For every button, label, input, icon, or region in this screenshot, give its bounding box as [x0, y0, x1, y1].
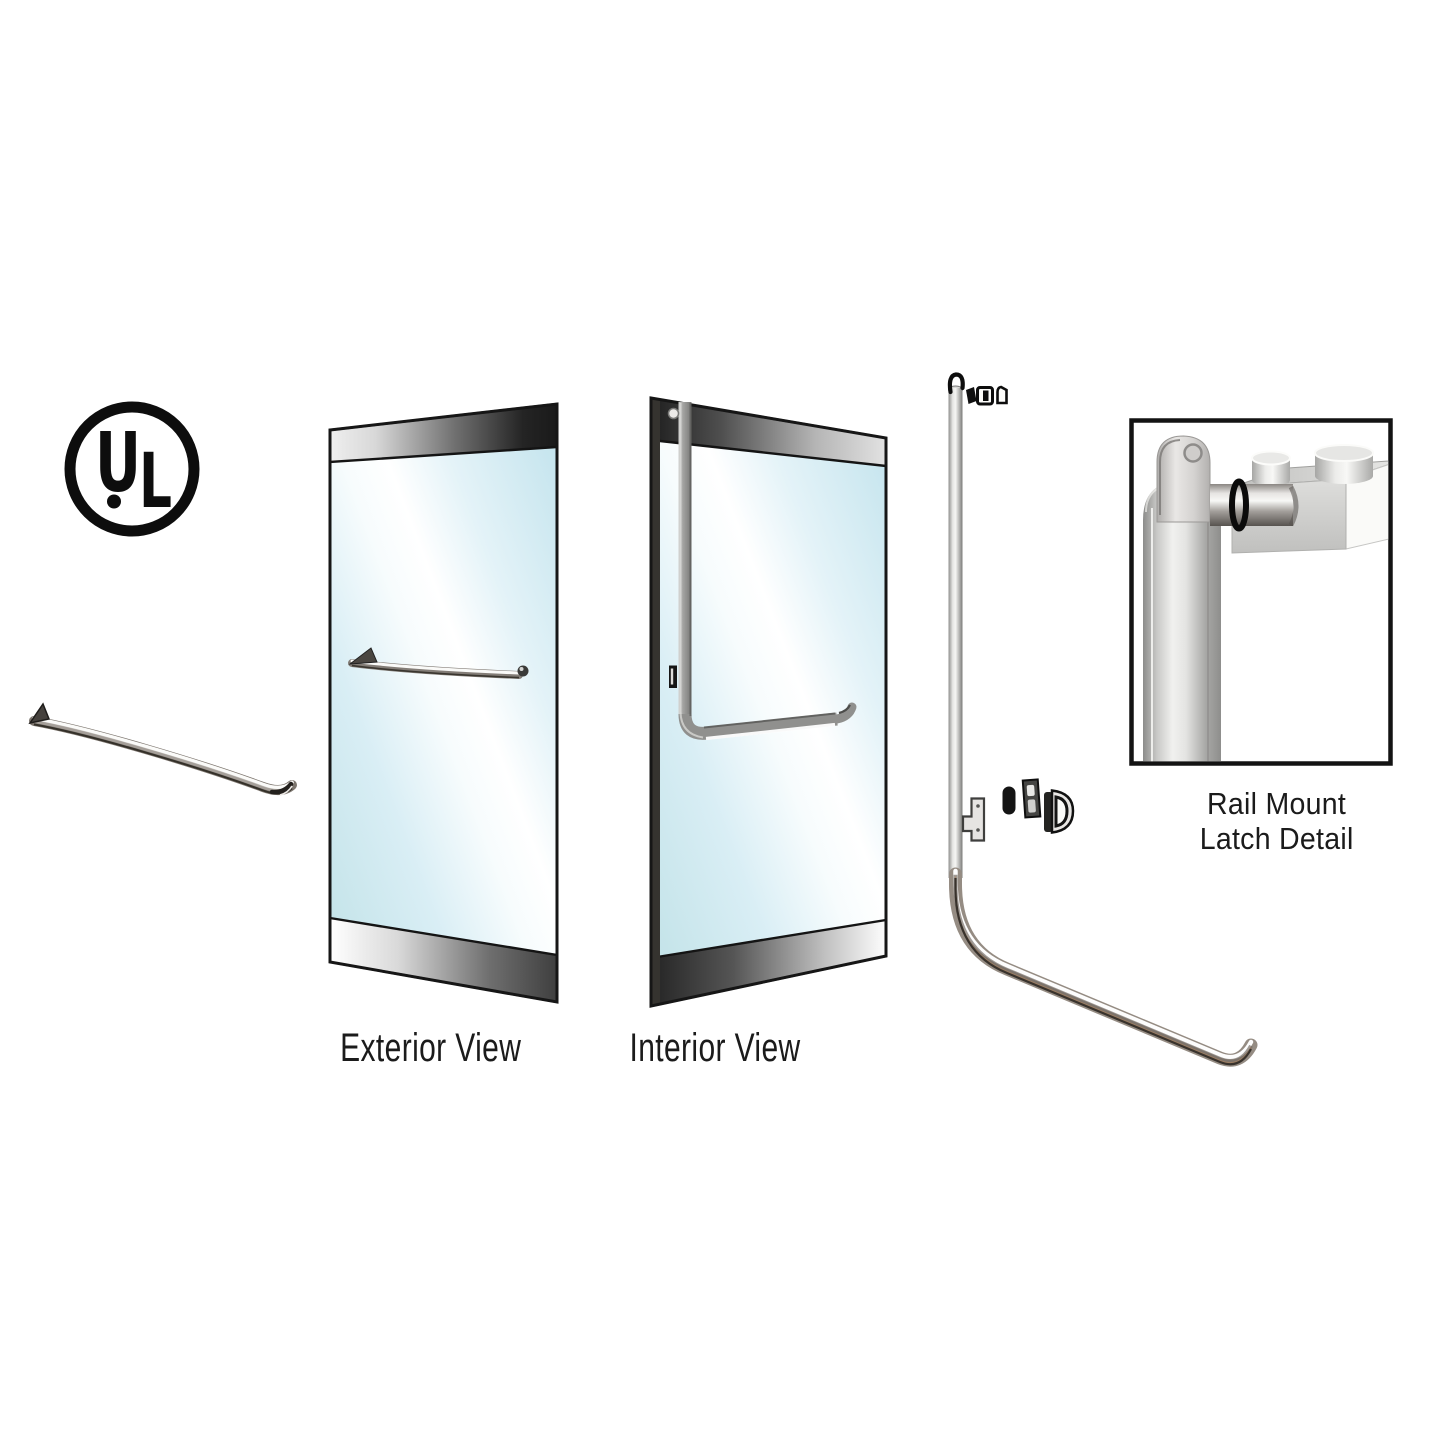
- inset-latch-pin: [1210, 484, 1293, 526]
- rail-mount-bracket: [961, 797, 986, 842]
- ul-letter-l: L: [139, 436, 172, 525]
- latch-gasket: [1002, 786, 1016, 815]
- interior-door-outline: [649, 396, 888, 1008]
- latch-detail-caption-line1: Rail Mount: [1207, 786, 1347, 821]
- handle-left-end-cap: [28, 702, 51, 725]
- ul-dot: [107, 494, 121, 509]
- push-bar-right-knob: [517, 665, 529, 677]
- top-mount-clips: [966, 385, 1008, 406]
- interior-panic-handle: [667, 402, 857, 741]
- inset-o-ring: [1229, 478, 1249, 532]
- clevis-pin-hole: [1183, 443, 1203, 463]
- ul-circle: [64, 401, 200, 537]
- block-boss-left: [1251, 450, 1291, 487]
- exterior-door-outline: [328, 402, 559, 1004]
- rail-latch-assembly: [947, 372, 1258, 1067]
- rail-latch-stub: [669, 665, 677, 688]
- exterior-door-glass: [330, 404, 557, 1002]
- rail-top-pivot-cap: [667, 407, 680, 420]
- push-bar-left-end-cap: [348, 647, 378, 665]
- interior-view-caption: Interior View: [629, 1026, 801, 1070]
- interior-door-figure: [649, 396, 888, 1008]
- exterior-door-figure: [328, 402, 559, 1004]
- inset-rail: [1143, 481, 1221, 762]
- latch-strike-plate: [1021, 778, 1042, 819]
- interior-door-glass: [651, 398, 886, 1006]
- assembly-vertical-rail: [948, 388, 963, 878]
- exterior-pull-handle: [28, 702, 297, 796]
- block-boss-right: [1314, 444, 1374, 484]
- latch-detail-caption-line2: Latch Detail: [1200, 821, 1354, 856]
- panic-handle-vertical-rail: [678, 402, 692, 716]
- latch-detail-caption: Rail Mount Latch Detail: [1127, 786, 1427, 856]
- latch-hardware-exploded: [961, 778, 1075, 842]
- exterior-door-push-bar: [348, 647, 529, 679]
- panic-handle-bar-tip: [832, 702, 857, 724]
- assembly-cross-bar: [949, 867, 1258, 1067]
- rail-top-hook: [947, 372, 965, 395]
- panic-handle-cross-bar: [678, 712, 838, 740]
- ul-letter-u: U: [95, 416, 141, 511]
- inset-clevis-fitting: [1156, 435, 1211, 523]
- exterior-view-caption: Exterior View: [340, 1026, 522, 1070]
- ul-certification-mark-icon: U L: [64, 401, 200, 537]
- interior-door-edge: [651, 398, 660, 1006]
- latch-keeper: [1044, 789, 1075, 834]
- latch-detail-inset: [1129, 418, 1393, 766]
- handle-right-tip: [269, 781, 294, 795]
